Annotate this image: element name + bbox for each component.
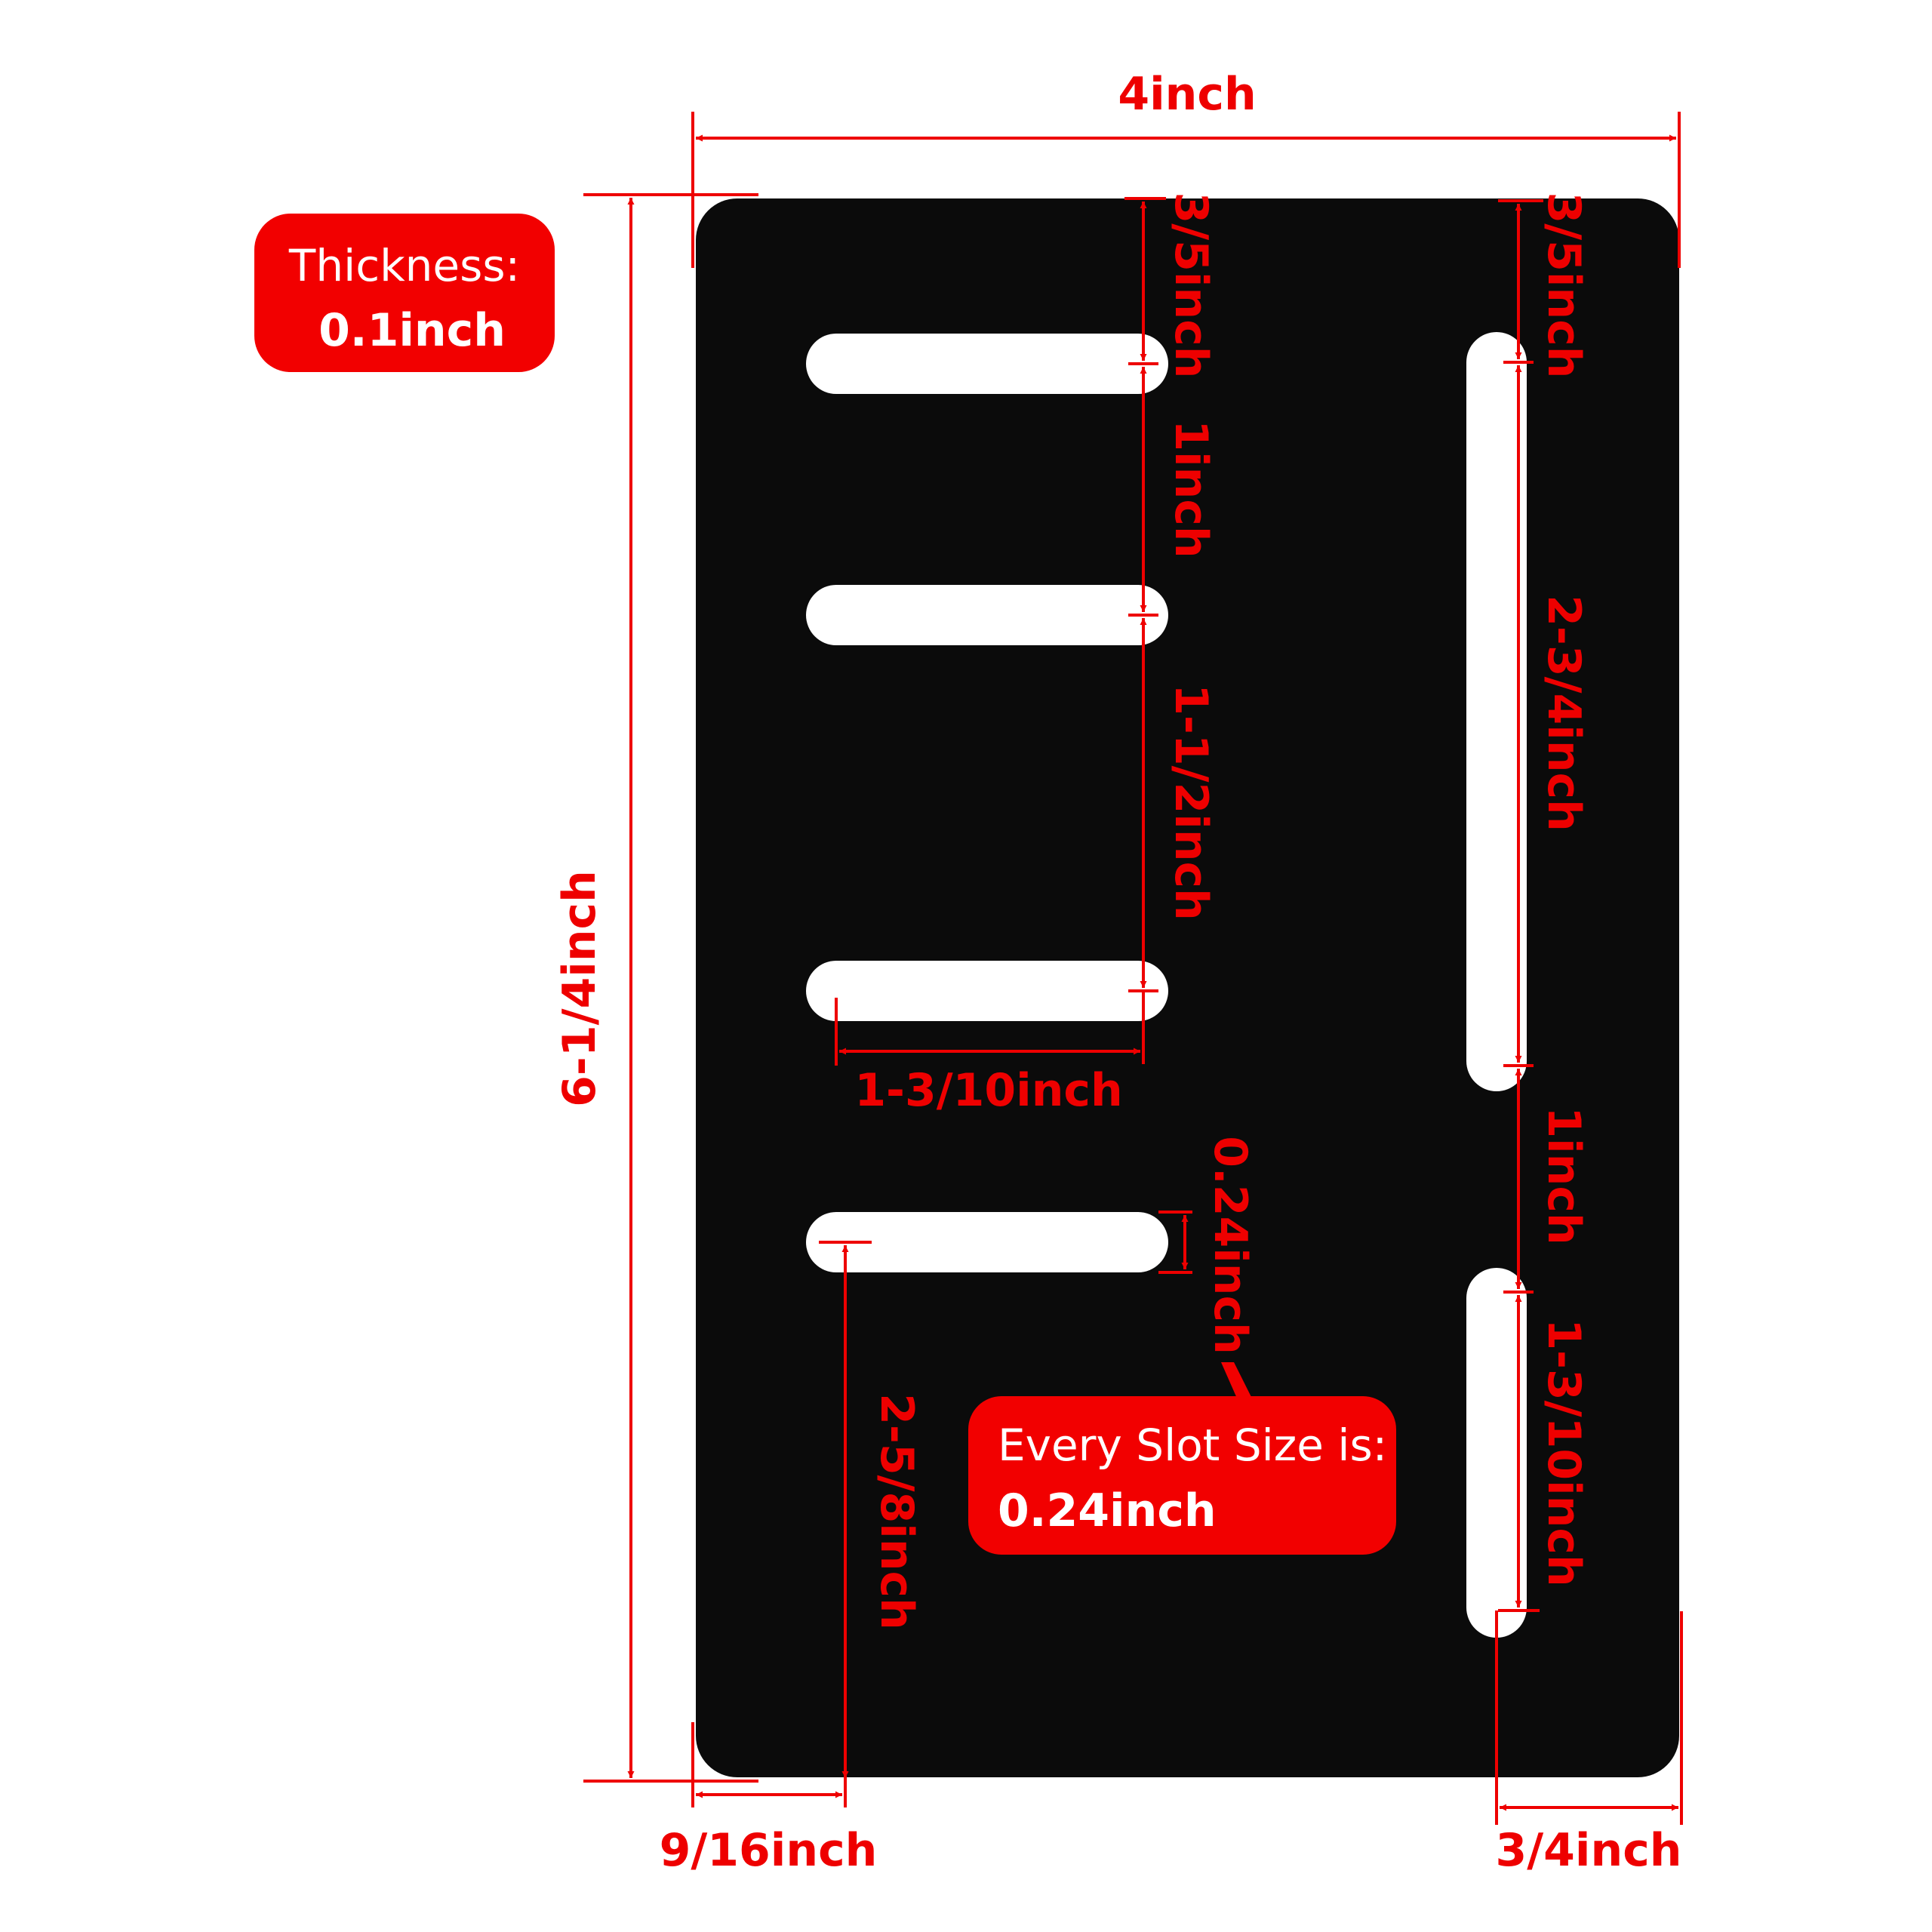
width-label: 4inch: [1118, 68, 1256, 121]
thickness-badge-title: Thickness:: [288, 240, 520, 291]
thickness-badge: Thickness: 0.1inch: [254, 214, 555, 372]
plate: [696, 198, 1679, 1777]
right-long-slot-label: 2-3/4inch: [1537, 595, 1590, 832]
slot-size-callout-title: Every Slot Size is:: [998, 1420, 1387, 1471]
thickness-badge-value: 0.1inch: [318, 304, 506, 357]
right-edge-offset-label: 3/4inch: [1496, 1824, 1682, 1877]
right-slot-short: [1466, 1268, 1527, 1638]
left-gap-2-label: 1-1/2inch: [1164, 684, 1217, 921]
left-gap-1-label: 1inch: [1164, 420, 1217, 558]
right-slot-long: [1466, 332, 1527, 1091]
slot-size-callout-pointer: [1221, 1362, 1253, 1400]
slot-width-label: 0.24inch: [1204, 1136, 1257, 1355]
slot-size-callout-bg: [968, 1396, 1396, 1555]
left-slot-1: [806, 334, 1168, 394]
right-gap-label: 1inch: [1537, 1106, 1590, 1244]
slot-length-label: 1-3/10inch: [854, 1064, 1122, 1117]
right-top-gap-label: 3/5inch: [1537, 192, 1590, 379]
slot-size-callout-value: 0.24inch: [998, 1484, 1217, 1537]
bottom-slot-offset-label: 2-5/8inch: [870, 1393, 923, 1630]
dimension-labels: 4inch 6-1/4inch 3/5inch 1inch 1-1/2inch …: [553, 68, 1681, 1877]
dimension-lines: [583, 112, 1683, 1825]
left-slot-3: [806, 961, 1168, 1021]
height-label: 6-1/4inch: [553, 870, 606, 1107]
slot-size-callout: Every Slot Size is: 0.24inch: [968, 1362, 1396, 1555]
left-slot-2: [806, 585, 1168, 645]
left-edge-offset-label: 9/16inch: [660, 1824, 878, 1877]
left-top-gap-label: 3/5inch: [1164, 192, 1217, 379]
thickness-badge-bg: [254, 214, 555, 372]
left-slot-4: [806, 1212, 1168, 1272]
right-short-slot-label: 1-3/10inch: [1537, 1318, 1590, 1586]
